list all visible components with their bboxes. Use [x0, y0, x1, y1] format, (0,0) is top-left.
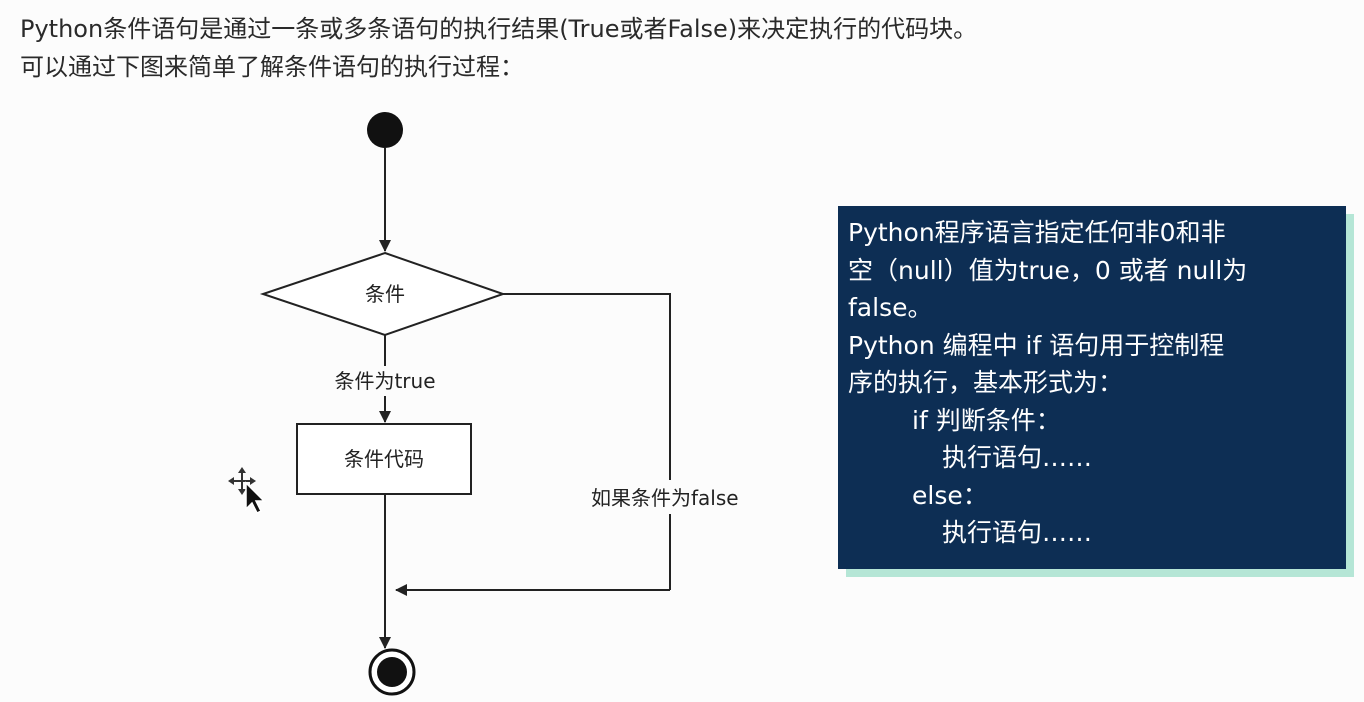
- start-node: [367, 112, 403, 148]
- info-line-3: false。: [848, 293, 933, 322]
- process-box: [296, 423, 472, 495]
- info-line-4: Python 编程中 if 语句用于控制程: [848, 330, 1225, 360]
- info-line-1: Python程序语言指定任何非0和非: [848, 218, 1226, 247]
- move-cursor-icon: [228, 467, 266, 515]
- intro-line-1: Python条件语句是通过一条或多条语句的执行结果(True或者False)来决…: [20, 15, 978, 43]
- false-branch-line: [503, 293, 671, 590]
- info-line-2: 空（null）值为true，0 或者 null为: [848, 255, 1248, 285]
- info-box: Python程序语言指定任何非0和非 空（null）值为true，0 或者 nu…: [838, 206, 1346, 569]
- code-else-body-line: 执行语句……: [942, 518, 1093, 547]
- decision-label: 条件: [365, 282, 405, 306]
- code-if-line: if 判断条件：: [912, 405, 1061, 435]
- end-node: [377, 657, 407, 687]
- intro-text: Python条件语句是通过一条或多条语句的执行结果(True或者False)来决…: [20, 10, 977, 86]
- false-label-background: [586, 480, 766, 514]
- false-branch-label: 如果条件为false: [591, 486, 739, 510]
- flowchart: 条件 条件为true 条件代码 如果条件为false: [259, 112, 766, 696]
- true-branch-label: 条件为true: [334, 369, 435, 393]
- code-if-body-line: 执行语句……: [942, 443, 1093, 472]
- process-label: 条件代码: [344, 447, 424, 471]
- info-line-5: 序的执行，基本形式为：: [848, 368, 1124, 397]
- code-else-line: else：: [912, 480, 988, 510]
- intro-line-2: 可以通过下图来简单了解条件语句的执行过程：: [20, 53, 524, 81]
